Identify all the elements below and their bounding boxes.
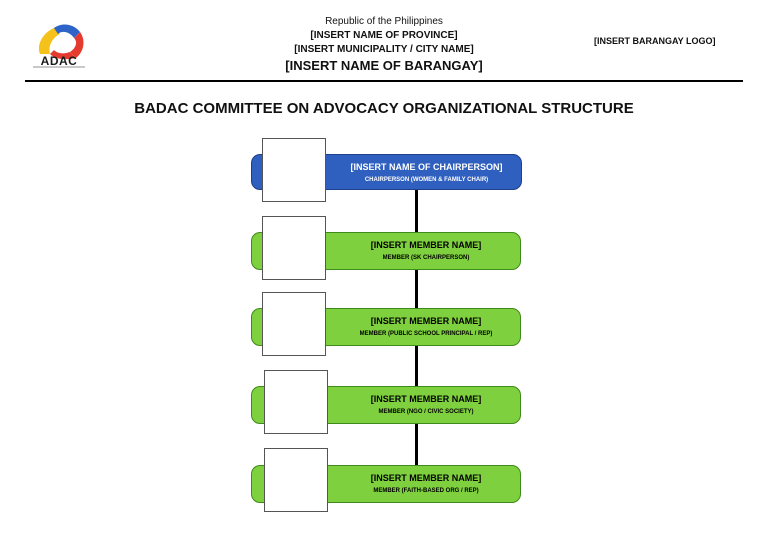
member-role: MEMBER (SK CHAIRPERSON) (382, 255, 470, 261)
logo-text: ADAC (40, 54, 78, 68)
logo-tagline (33, 66, 85, 68)
member-name: [INSERT MEMBER NAME] (370, 240, 482, 250)
municipality-line: [INSERT MUNICIPALITY / CITY NAME] (294, 44, 474, 55)
member-role: MEMBER (FAITH-BASED ORG / REP) (373, 488, 479, 494)
barangay-line: [INSERT NAME OF BARANGAY] (285, 58, 483, 73)
republic-line: Republic of the Philippines (325, 16, 443, 27)
member-photo-placeholder (262, 292, 326, 356)
chairperson-name: [INSERT NAME OF CHAIRPERSON] (350, 162, 503, 172)
member-name: [INSERT MEMBER NAME] (370, 394, 482, 404)
member-name: [INSERT MEMBER NAME] (370, 473, 482, 483)
member-role: MEMBER (PUBLIC SCHOOL PRINCIPAL / REP) (359, 331, 493, 337)
member-name: [INSERT MEMBER NAME] (370, 316, 482, 326)
header-divider (25, 80, 743, 82)
member-role: MEMBER (NGO / CIVIC SOCIETY) (378, 409, 474, 415)
barangay-logo-placeholder: [INSERT BARANGAY LOGO] (594, 36, 716, 46)
page-title: BADAC COMMITTEE ON ADVOCACY ORGANIZATION… (134, 100, 634, 117)
member-photo-placeholder (264, 448, 328, 512)
member-photo-placeholder (262, 216, 326, 280)
adac-logo (38, 24, 84, 60)
chairperson-photo-placeholder (262, 138, 326, 202)
letterhead: Republic of the Philippines [INSERT NAME… (234, 15, 534, 75)
chairperson-role: CHAIRPERSON (WOMEN & FAMILY CHAIR) (364, 177, 489, 183)
province-line: [INSERT NAME OF PROVINCE] (310, 30, 458, 41)
member-photo-placeholder (264, 370, 328, 434)
